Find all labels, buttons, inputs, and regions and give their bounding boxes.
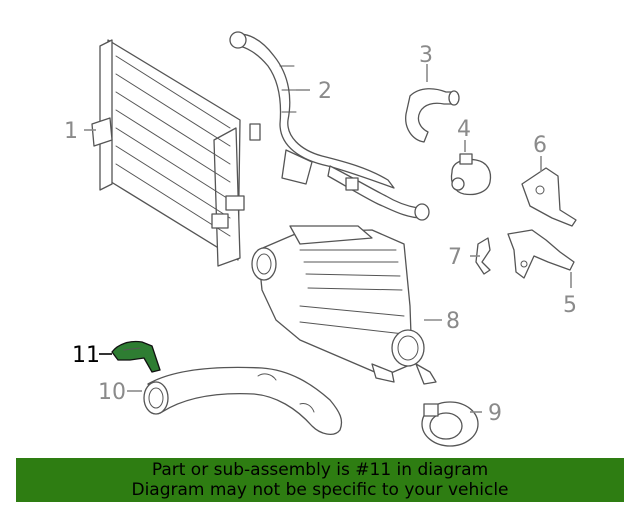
banner-line-1: Part or sub-assembly is #11 in diagram [151,460,489,480]
part-6-bracket [521,167,577,227]
part-2-hose-assembly [229,31,430,221]
callout-4[interactable]: 4 [457,117,471,142]
part-5-bracket [507,229,575,279]
callout-3[interactable]: 3 [419,43,433,68]
part-10-air-tube [143,366,343,436]
part-7-clip [475,237,491,275]
callout-11[interactable]: 11 [72,343,100,368]
callout-6[interactable]: 6 [533,133,547,158]
callout-8[interactable]: 8 [446,309,460,334]
callout-10[interactable]: 10 [98,380,126,405]
part-11-highlighted-part [111,340,161,373]
part-3-hose [405,88,460,143]
leader-lines [84,64,572,413]
part-1-radiator [91,39,261,267]
callout-7[interactable]: 7 [448,245,462,270]
callout-1[interactable]: 1 [64,119,78,144]
part-4-pump [450,153,492,196]
callout-2[interactable]: 2 [318,79,332,104]
part-9-sensor [421,401,479,447]
banner-line-2: Diagram may not be specific to your vehi… [131,480,509,500]
intercooler-body [251,225,437,385]
info-banner: Part or sub-assembly is #11 in diagram D… [16,458,624,502]
callout-5[interactable]: 5 [563,293,577,318]
callout-9[interactable]: 9 [488,401,502,426]
